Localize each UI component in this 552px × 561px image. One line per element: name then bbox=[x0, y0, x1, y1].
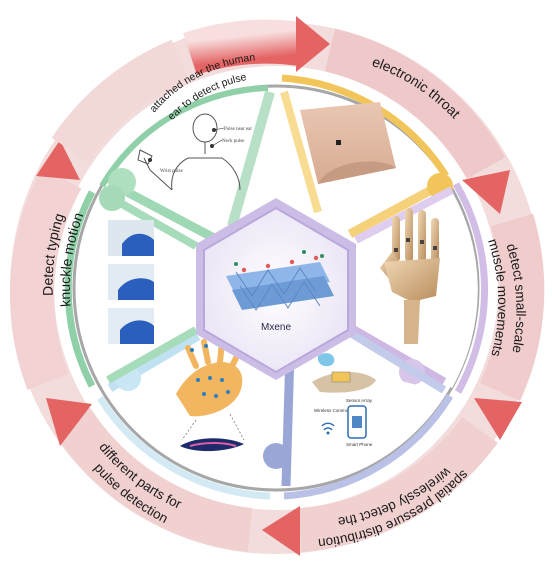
arrow-head-upper-left bbox=[36, 140, 80, 180]
center-hexagon: Mxene bbox=[196, 198, 356, 380]
wireless-communication-label: Wireless Communication bbox=[314, 408, 364, 413]
typing-photos bbox=[108, 220, 154, 344]
neck-pulse-label: Neck pulse bbox=[222, 139, 245, 144]
panel-node-blue bbox=[263, 443, 289, 469]
panel-node-green-left bbox=[99, 185, 125, 211]
mxene-structure-icon bbox=[226, 250, 334, 311]
wrist-pulse-label: Wrist pulse bbox=[160, 169, 183, 174]
arrow-head-lower-right bbox=[474, 398, 522, 440]
panel-muscle-movements bbox=[351, 182, 489, 394]
smart-phone-label: Smart Phone bbox=[346, 442, 373, 447]
panel-typing-knuckle bbox=[64, 185, 198, 388]
human-sketch-image: Pulse near ear Neck pulse Wrist pulse bbox=[137, 113, 252, 191]
panel-electronic-throat bbox=[280, 74, 453, 238]
pulse-near-ear-label: Pulse near ear bbox=[224, 127, 252, 132]
outer-arrow-ring bbox=[10, 16, 545, 556]
neck-photo-image bbox=[300, 102, 396, 184]
arrow-head-lower-left bbox=[46, 398, 92, 446]
sensor-phone-image: Sensor Array Wireless Communication Smar… bbox=[312, 353, 376, 447]
sensor-array-label: Sensor Array bbox=[346, 398, 373, 403]
panel-hand-pulse bbox=[97, 332, 283, 500]
hand-diagram-image bbox=[176, 339, 245, 452]
arrow-head-bottom bbox=[262, 506, 300, 556]
panel-wireless-pressure: Sensor Array Wireless Communication Smar… bbox=[263, 330, 453, 500]
arrow-head-upper-right bbox=[462, 170, 510, 214]
center-label: Mxene bbox=[261, 322, 291, 333]
arrow-head-top bbox=[296, 16, 330, 72]
wooden-hand-image bbox=[380, 208, 440, 344]
